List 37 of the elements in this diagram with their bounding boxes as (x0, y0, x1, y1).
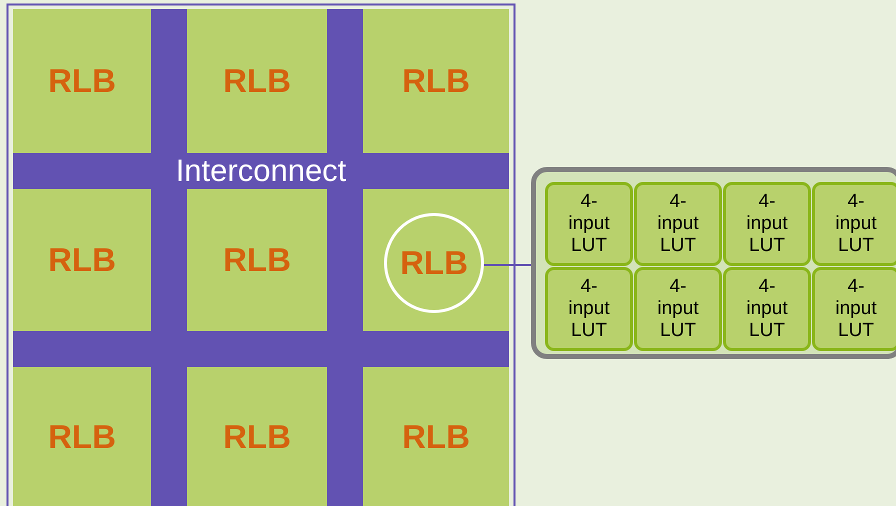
block-label: RLB (223, 62, 291, 100)
lut-block (812, 267, 896, 351)
lut-block (634, 267, 722, 351)
lut-label: 4-input LUT (656, 191, 700, 257)
logic-block-tile (187, 9, 327, 153)
lut-label: 4-input LUT (567, 191, 611, 257)
logic-block-tile (13, 367, 151, 506)
logic-block-tile (187, 189, 327, 331)
logic-block-tile (363, 367, 509, 506)
interconnect-label: Interconnect (174, 153, 348, 189)
highlight-circle (384, 213, 484, 313)
lut-label: 4-input LUT (745, 191, 789, 257)
lut-block (723, 267, 811, 351)
block-label: RLB (223, 418, 291, 456)
block-label: RLB (48, 418, 116, 456)
lut-label: 4-input LUT (834, 191, 878, 257)
block-label: RLB (48, 62, 116, 100)
block-label: RLB (48, 241, 116, 279)
logic-block-detail-panel (531, 167, 896, 359)
logic-block-tile (13, 9, 151, 153)
lut-block (812, 182, 896, 266)
logic-block-tile (363, 9, 509, 153)
lut-label: 4-input LUT (656, 276, 700, 342)
lut-label: 4-input LUT (834, 276, 878, 342)
logic-block-tile (13, 189, 151, 331)
block-label: RLB (400, 244, 468, 282)
logic-block-tile (187, 367, 327, 506)
lut-block (545, 267, 633, 351)
block-label: RLB (223, 241, 291, 279)
lut-block (634, 182, 722, 266)
lut-block (723, 182, 811, 266)
block-label: RLB (402, 418, 470, 456)
lut-block (545, 182, 633, 266)
block-label: RLB (402, 62, 470, 100)
connector-line (484, 264, 531, 266)
lut-label: 4-input LUT (745, 276, 789, 342)
lut-label: 4-input LUT (567, 276, 611, 342)
